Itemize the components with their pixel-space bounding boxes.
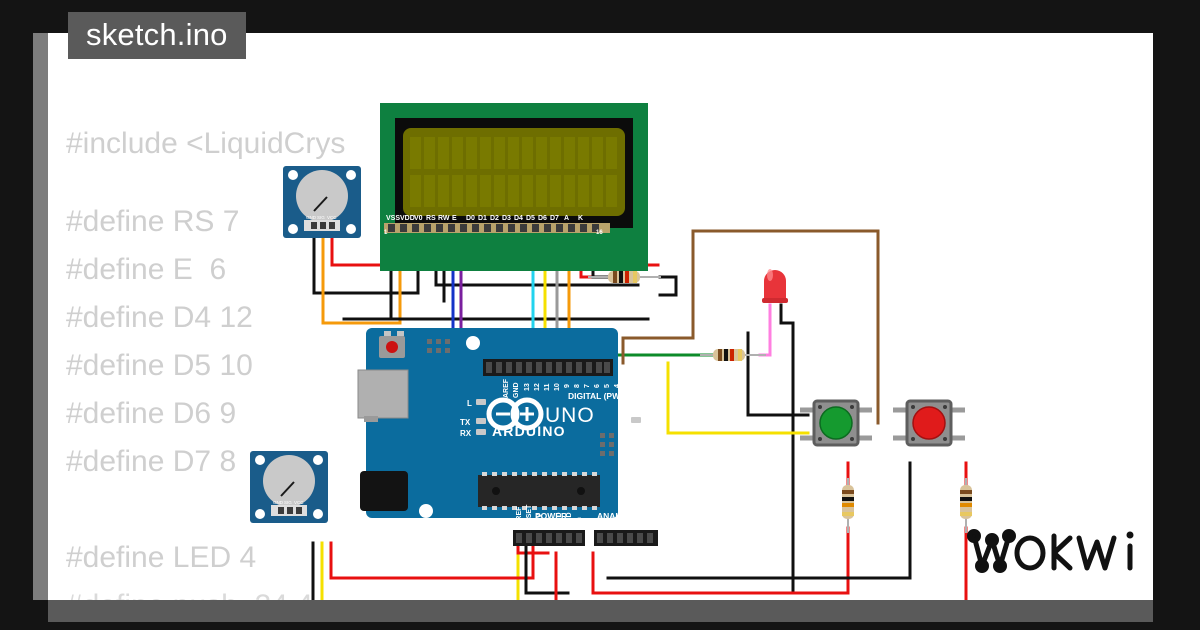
svg-text:10: 10 (554, 383, 561, 391)
svg-text:RX: RX (460, 429, 472, 438)
svg-text:11: 11 (544, 383, 551, 391)
icsp-header-right (600, 433, 614, 456)
analog-header-pins (597, 533, 653, 543)
svg-text:Vin: Vin (576, 517, 583, 528)
svg-text:ON: ON (644, 417, 656, 426)
arduino-infinity-logo (486, 397, 544, 431)
svg-text:D2: D2 (490, 215, 499, 222)
power-header-pins (516, 533, 582, 543)
icsp-header-left (427, 339, 450, 353)
svg-text:D0: D0 (466, 215, 475, 222)
sketch-tab[interactable]: sketch.ino (68, 12, 246, 59)
project-canvas[interactable]: #include <LiquidCrys #define RS 7 #defin… (48, 33, 1153, 600)
svg-text:A4: A4 (637, 519, 644, 528)
svg-text:L: L (467, 399, 472, 408)
svg-text:3: 3 (624, 384, 631, 388)
wokwi-logo-mark (967, 529, 1134, 573)
svg-text:K: K (578, 215, 583, 222)
svg-text:VDD: VDD (400, 215, 415, 222)
atmega-chip-pins (482, 472, 597, 510)
svg-text:13: 13 (524, 383, 531, 391)
svg-text:D1: D1 (478, 215, 487, 222)
svg-text:GND: GND (566, 512, 573, 528)
svg-text:RW: RW (438, 215, 450, 222)
svg-text:3.3V: 3.3V (536, 513, 543, 528)
svg-text:D5: D5 (526, 215, 535, 222)
svg-text:D7: D7 (550, 215, 559, 222)
analog-header-label: ANALOG IN (597, 511, 645, 521)
pushbutton-green[interactable] (800, 399, 872, 447)
resistor-lcd[interactable] (588, 271, 661, 283)
arduino-model-label: UNO (545, 404, 595, 427)
svg-text:TX 1: TX 1 (626, 388, 632, 401)
svg-text:V0: V0 (414, 215, 423, 222)
editor-edge-strip (33, 33, 48, 600)
svg-text:RS: RS (426, 215, 436, 222)
analog-pin-labels: A0 A1 A2 A3 A4 A5 (597, 519, 654, 528)
svg-text:5: 5 (604, 384, 611, 388)
svg-text:SIG: SIG (317, 215, 325, 220)
svg-text:VSS: VSS (386, 215, 400, 222)
editor-footer-bar (48, 600, 1153, 622)
svg-text:GND: GND (273, 500, 284, 505)
arduino-wordmark: ARDUINO (492, 423, 566, 439)
svg-text:TX: TX (460, 418, 471, 427)
svg-text:D6: D6 (538, 215, 547, 222)
svg-text:SIG: SIG (284, 500, 292, 505)
svg-text:E: E (452, 215, 457, 222)
resistor-led[interactable] (700, 349, 766, 361)
resistor-button-left[interactable] (842, 478, 854, 533)
led-red[interactable] (762, 269, 788, 303)
svg-text:VCC: VCC (327, 215, 337, 220)
potentiometer-bottom-pin-labels: GND SIG VCC (273, 500, 304, 505)
svg-text:D3: D3 (502, 215, 511, 222)
lcd-character-cells (410, 137, 617, 207)
svg-text:16: 16 (596, 230, 603, 236)
svg-text:6: 6 (594, 384, 601, 388)
digital-pin-labels: AREF GND 13 12 11 10 9 8 7 6 5 4 3 2 TX … (503, 378, 642, 401)
svg-text:A3: A3 (627, 519, 634, 528)
svg-text:A2: A2 (617, 519, 624, 528)
arduino-uno-board[interactable]: AREF GND 13 12 11 10 9 8 7 6 5 4 3 2 TX … (357, 328, 658, 546)
svg-text:A5: A5 (647, 519, 654, 528)
lcd-pin-labels: VSS VDD V0 RS RW E D0 D1 D2 D3 D4 D5 D6 … (384, 215, 603, 236)
lcd-pin-holes (388, 224, 599, 232)
pushbutton-red[interactable] (893, 399, 965, 447)
svg-text:GND: GND (513, 382, 520, 398)
svg-text:AREF: AREF (503, 378, 510, 398)
resistor-button-right[interactable] (960, 478, 972, 533)
svg-text:9: 9 (564, 384, 571, 388)
potentiometer-bottom[interactable]: GND SIG VCC (250, 451, 328, 523)
svg-text:8: 8 (574, 384, 581, 388)
svg-text:RX 0: RX 0 (636, 387, 642, 401)
potentiometer-top-pin-labels: GND SIG VCC (306, 215, 337, 220)
svg-text:7: 7 (584, 384, 591, 388)
svg-text:4: 4 (614, 384, 621, 388)
power-pin-labels: IOREF RESET 3.3V 5V GND GND Vin (516, 504, 583, 528)
svg-text:A1: A1 (607, 519, 614, 528)
digital-header-pins (486, 362, 610, 373)
svg-text:12: 12 (534, 383, 541, 391)
wokwi-logo (966, 526, 1146, 583)
svg-text:GND: GND (556, 512, 563, 528)
potentiometer-top[interactable]: GND SIG VCC (283, 166, 361, 238)
svg-text:A: A (564, 215, 569, 222)
lcd-display[interactable]: VSS VDD V0 RS RW E D0 D1 D2 D3 D4 D5 D6 … (380, 103, 648, 271)
svg-text:A0: A0 (597, 519, 604, 528)
svg-text:D4: D4 (514, 215, 523, 222)
svg-text:GND: GND (306, 215, 317, 220)
svg-text:2: 2 (634, 384, 641, 388)
svg-text:RESET: RESET (526, 504, 533, 528)
svg-text:VCC: VCC (294, 500, 304, 505)
svg-text:1: 1 (384, 230, 388, 236)
status-leds: L TX RX ON (460, 399, 656, 438)
svg-text:IOREF: IOREF (516, 506, 523, 528)
svg-text:5V: 5V (546, 519, 553, 528)
digital-header-label: DIGITAL (PWM ~) (568, 391, 638, 401)
circuit-diagram[interactable]: VSS VDD V0 RS RW E D0 D1 D2 D3 D4 D5 D6 … (48, 33, 1153, 600)
power-header-label: POWER (535, 511, 567, 521)
